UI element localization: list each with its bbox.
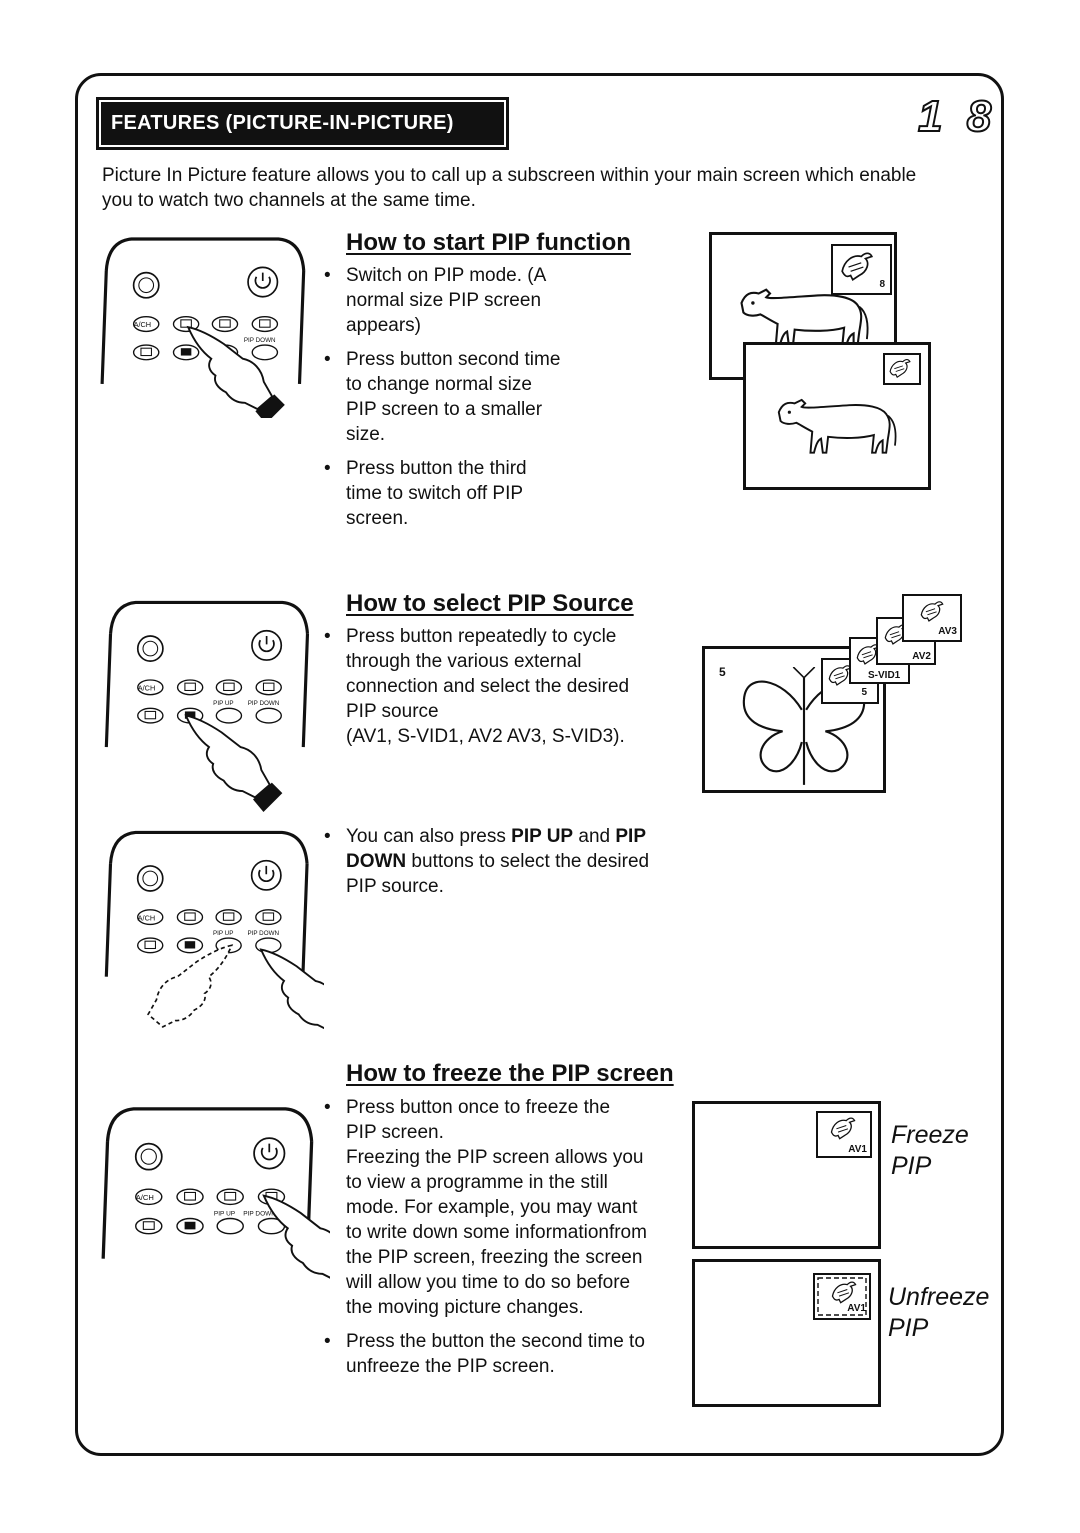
pip-thumb-label: 5	[861, 687, 867, 698]
select-source-steps: Press button repeatedly to cycle through…	[322, 624, 662, 758]
list-item: Press button second time to change norma…	[322, 347, 567, 447]
pointing-hand-icon	[262, 1194, 330, 1288]
pip-up-label: PIP UP	[213, 700, 233, 707]
bird-icon	[889, 358, 911, 378]
page-number: 1 8	[917, 91, 998, 142]
unfreeze-label-line1: Unfreeze	[888, 1283, 990, 1311]
bird-icon	[841, 252, 873, 281]
tv-screen-frozen: AV1	[692, 1101, 881, 1249]
text-fragment: and	[573, 826, 616, 847]
remote-illustration-pip-button: A/CH PIP DOWN	[100, 237, 306, 418]
pointing-hand-icon	[185, 714, 284, 812]
unfreeze-label-line2: PIP	[888, 1314, 929, 1342]
unfreeze-label: Unfreeze PIP	[888, 1282, 989, 1344]
section-title-bar: FEATURES (PICTURE-IN-PICTURE)	[96, 97, 509, 150]
pointing-hand-icon	[260, 948, 324, 1047]
freeze-step-detail: Freezing the PIP screen allows you to vi…	[346, 1147, 647, 1318]
pip-source-label: AV1	[848, 1144, 867, 1155]
pip-source-label: AV1	[847, 1303, 866, 1314]
pip-down-label: PIP DOWN	[244, 337, 276, 344]
dashed-hand-icon	[147, 944, 234, 1028]
pip-up-term: PIP UP	[511, 826, 574, 847]
source-step-text: Press button repeatedly to cycle through…	[346, 626, 630, 722]
main-channel-number: 5	[719, 665, 726, 679]
pip-thumb-label: AV3	[938, 626, 957, 637]
ach-label: A/CH	[138, 913, 155, 922]
list-item: Press button the third time to switch of…	[322, 456, 567, 531]
bird-icon	[920, 601, 944, 622]
pip-up-label: PIP UP	[213, 930, 233, 937]
pip-subscreen-small	[883, 353, 921, 385]
pip-subscreen-unfrozen: AV1	[813, 1273, 871, 1320]
list-item: Press button repeatedly to cycle through…	[322, 624, 662, 749]
pip-down-label: PIP DOWN	[247, 930, 279, 937]
page-frame	[75, 73, 1004, 1456]
pip-up-down-steps: You can also press PIP UP and PIP DOWN b…	[322, 824, 662, 908]
pip-subscreen-frozen: AV1	[816, 1111, 872, 1158]
pip-down-term: PIP DOWN	[346, 826, 646, 872]
freeze-label-line1: Freeze	[891, 1121, 969, 1149]
freeze-label: Freeze PIP	[891, 1120, 969, 1182]
bird-icon	[830, 1117, 856, 1140]
heading-start-pip: How to start PIP function	[346, 229, 631, 256]
dashed-border	[817, 1277, 867, 1316]
tv-screen-small-pip	[743, 342, 931, 490]
pip-thumb-label: AV2	[912, 651, 931, 662]
list-item: Press the button the second time to unfr…	[322, 1329, 662, 1379]
freeze-pip-steps: Press button once to freeze the PIP scre…	[322, 1095, 662, 1388]
remote-illustration-freeze-button: A/CH PIP UP PIP DOWN	[101, 1107, 330, 1288]
freeze-step-text: Press button once to freeze the PIP scre…	[346, 1097, 611, 1143]
pip-subscreen: 8	[831, 244, 892, 295]
section-title: FEATURES (PICTURE-IN-PICTURE)	[99, 100, 506, 147]
list-item: Press button once to freeze the PIP scre…	[322, 1095, 662, 1320]
heading-select-source: How to select PIP Source	[346, 590, 634, 617]
tv-screen-unfrozen: AV1	[692, 1259, 881, 1407]
start-pip-steps: Switch on PIP mode. (A normal size PIP s…	[322, 263, 567, 540]
intro-text: Picture In Picture feature allows you to…	[102, 165, 917, 211]
list-item: You can also press PIP UP and PIP DOWN b…	[322, 824, 662, 899]
pip-channel-number: 8	[879, 279, 885, 290]
pip-down-label: PIP DOWN	[243, 1210, 276, 1217]
source-list: (AV1, S-VID1, AV2 AV3, S-VID3).	[346, 726, 625, 747]
remote-illustration-source-button: A/CH PIP UP PIP DOWN	[104, 600, 310, 812]
text-fragment: buttons to select the desired PIP source…	[346, 851, 650, 897]
pip-up-label: PIP UP	[214, 1210, 235, 1217]
bird-icon	[831, 1281, 857, 1304]
text-fragment: You can also press	[346, 826, 512, 847]
freeze-label-line2: PIP	[891, 1152, 932, 1180]
ach-label: A/CH	[138, 683, 156, 692]
pip-thumb-av3: AV3	[902, 594, 962, 642]
list-item: Switch on PIP mode. (A normal size PIP s…	[322, 263, 567, 338]
remote-illustration-pip-up-down: A/CH PIP UP PIP DOWN	[104, 830, 324, 1047]
ach-label: A/CH	[136, 1193, 154, 1202]
heading-freeze-pip: How to freeze the PIP screen	[346, 1060, 674, 1087]
pip-thumb-label: S-VID1	[868, 670, 901, 681]
ach-label: A/CH	[134, 320, 152, 329]
pip-down-label: PIP DOWN	[248, 700, 280, 707]
